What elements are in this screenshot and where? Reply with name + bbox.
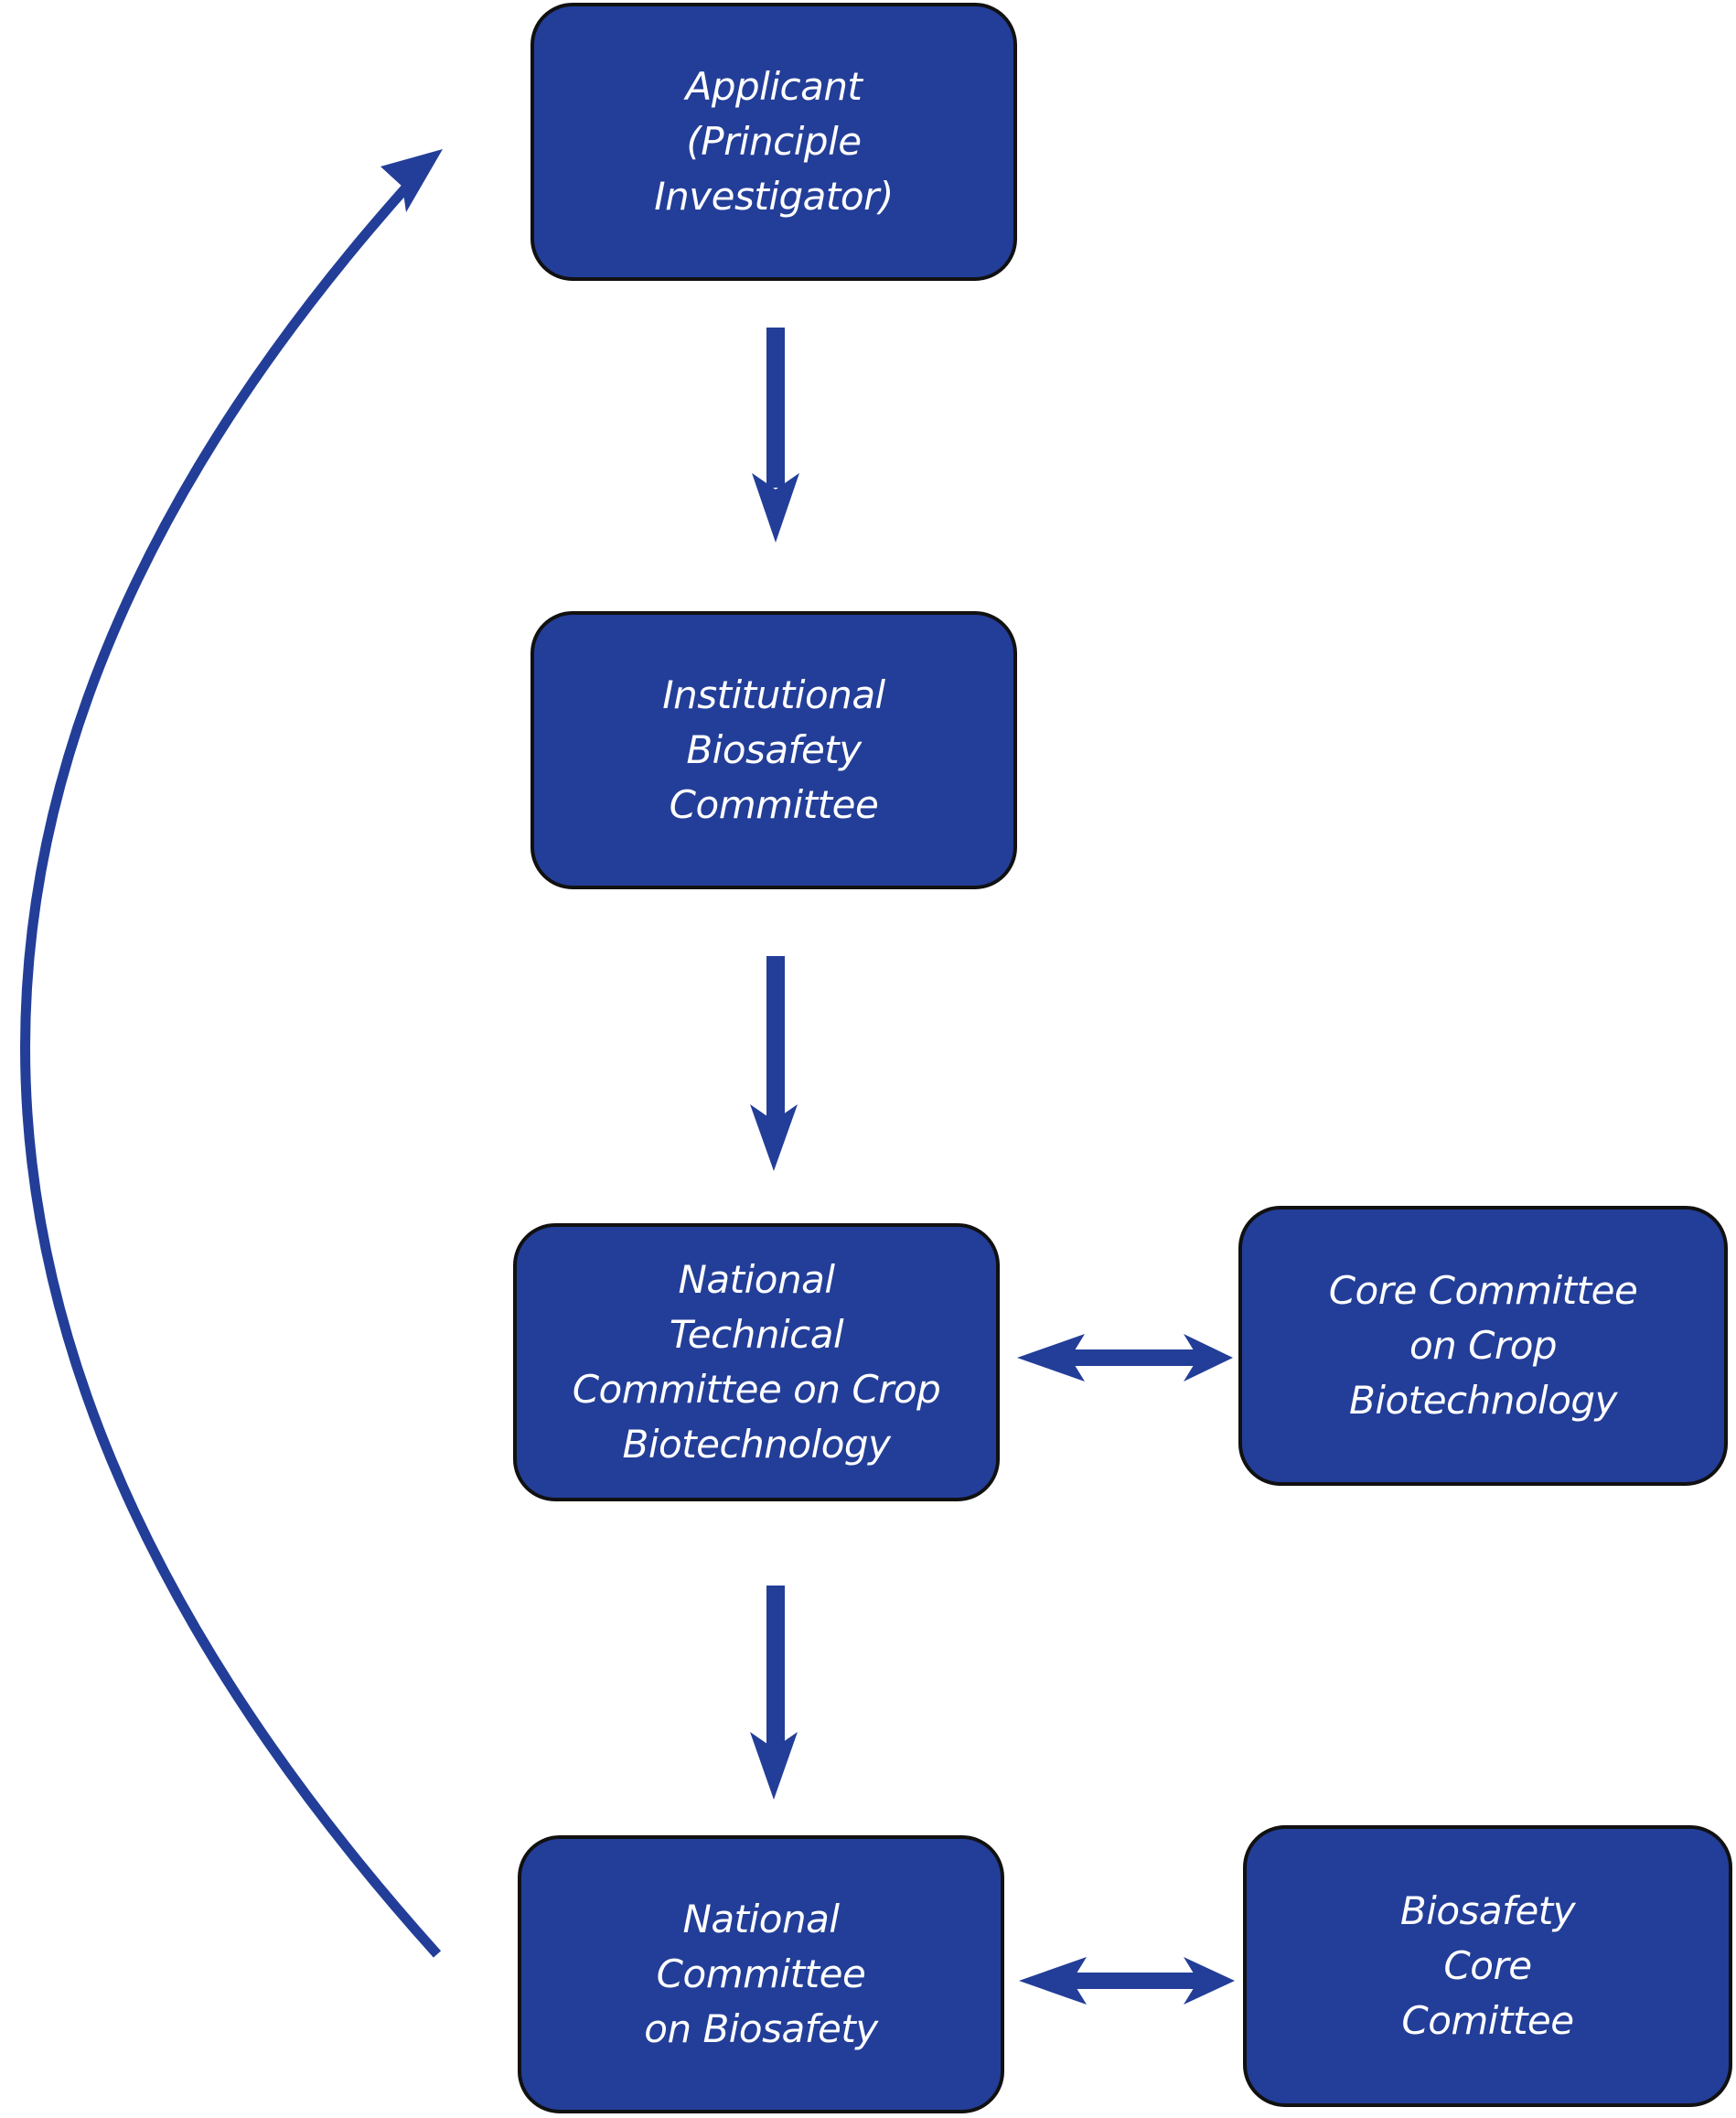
node-ntccb-label: National Technical Committee on Crop Bio… (572, 1257, 941, 1467)
arrow-ntccb-core-crop-bidirectional (1017, 1334, 1233, 1382)
node-applicant-label: Applicant (Principle Investigator) (654, 64, 894, 219)
node-national-committee-biosafety: National Committee on Biosafety (518, 1835, 1004, 2113)
node-core-crop-label: Core Committee on Crop Biotechnology (1328, 1268, 1638, 1423)
node-ncb-label: National Committee on Biosafety (644, 1897, 878, 2051)
arrow-ntccb-to-ncb (750, 1586, 798, 1800)
arrow-ncb-to-applicant-curved (20, 149, 443, 1958)
node-applicant: Applicant (Principle Investigator) (530, 3, 1017, 281)
node-national-technical-committee: National Technical Committee on Crop Bio… (513, 1223, 1000, 1501)
node-ibc-label: Institutional Biosafety Committee (662, 672, 885, 827)
node-bcc-label: Biosafety Core Comittee (1399, 1888, 1576, 2043)
node-institutional-biosafety-committee: Institutional Biosafety Committee (530, 611, 1017, 889)
node-biosafety-core-comittee: Biosafety Core Comittee (1243, 1825, 1732, 2107)
arrow-applicant-to-ibc (752, 328, 799, 543)
arrow-ibc-to-ntccb (750, 956, 798, 1171)
node-core-committee-crop-biotech: Core Committee on Crop Biotechnology (1238, 1206, 1728, 1486)
arrow-ncb-bcc-bidirectional (1019, 1957, 1235, 2005)
